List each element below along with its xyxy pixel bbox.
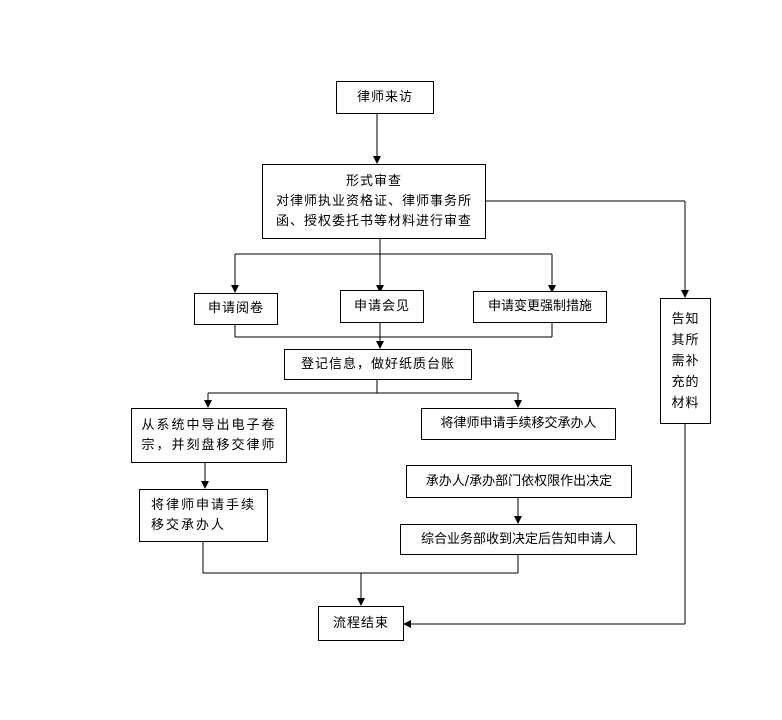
review-line1: 对律师执业资格证、律师事务所 — [275, 193, 472, 209]
review-title: 形式审查 — [345, 173, 402, 189]
node-formal-review: 形式审查 对律师执业资格证、律师事务所 函、授权委托书等材料进行审查 — [262, 164, 486, 239]
supplement-text: 告知其所需补充的材料 — [671, 311, 700, 411]
node-export-ecase: 从系统中导出电子卷 宗，并刻盘移交律师 — [131, 408, 287, 463]
node-apply-files: 申请阅卷 — [194, 293, 278, 325]
node-notify: 综合业务部收到决定后告知申请人 — [400, 524, 637, 555]
node-transfer-left: 将律师申请手续 移交承办人 — [139, 489, 268, 542]
node-register: 登记信息，做好纸质台账 — [284, 349, 472, 380]
node-apply-change: 申请变更强制措施 — [473, 291, 607, 323]
node-process-end: 流程结束 — [318, 606, 404, 641]
review-line2: 函、授权委托书等材料进行审查 — [275, 213, 472, 229]
node-lawyer-visit: 律师来访 — [336, 81, 434, 114]
node-transfer-right: 将律师申请手续移交承办人 — [421, 408, 616, 440]
node-decide: 承办人/承办部门依权限作出决定 — [406, 465, 632, 498]
node-supplement: 告知其所需补充的材料 — [660, 298, 711, 424]
node-apply-meet: 申请会见 — [340, 290, 424, 323]
